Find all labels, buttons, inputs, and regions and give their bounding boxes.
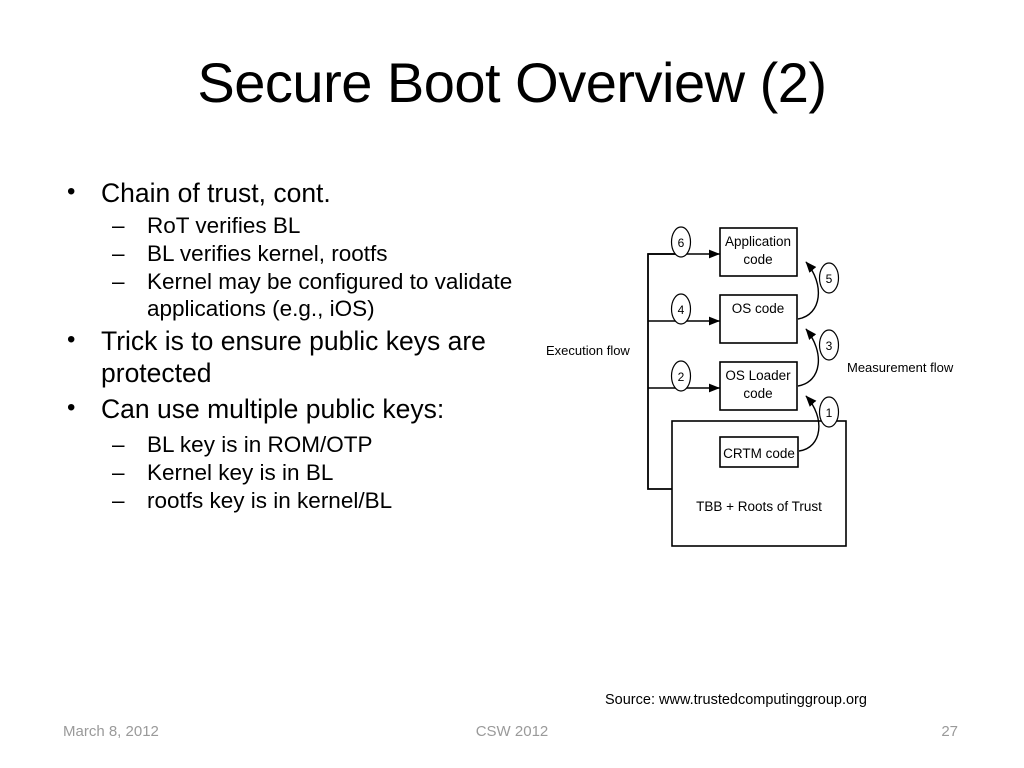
bullet-text: BL key is in ROM/OTP: [147, 432, 373, 458]
trust-chain-diagram: 6 4 2 5 3 1 Application code OS code OS …: [530, 210, 1000, 570]
step-ellipse-3: [818, 329, 840, 361]
bullet-text: BL verifies kernel, rootfs: [147, 240, 388, 266]
bullet-marker: –: [112, 488, 125, 514]
box-application-code: [719, 227, 798, 277]
footer-page-number: 27: [941, 723, 958, 740]
step-ellipse-2: [670, 360, 692, 392]
step-ellipse-5: [818, 262, 840, 294]
step-ellipse-1: [818, 396, 840, 428]
step-ellipse-4: [670, 293, 692, 325]
bullet-marker: •: [67, 178, 76, 205]
bullet-list: • Chain of trust, cont. – RoT verifies B…: [55, 178, 525, 515]
bullet-marker: –: [112, 432, 125, 458]
step-number-6: 6: [678, 236, 685, 250]
footer-event: CSW 2012: [475, 723, 549, 740]
bullet-marker: –: [112, 212, 125, 238]
bullet-bl-key-rom-otp: – BL key is in ROM/OTP: [55, 431, 525, 458]
bullet-kernel-may-be-configured: – Kernel may be configured to validate a…: [55, 268, 525, 322]
step-ellipse-6: [670, 226, 692, 258]
box-application-code-label-line1: Application: [725, 234, 791, 249]
bullet-text: Chain of trust, cont.: [101, 178, 331, 208]
bullet-marker: •: [67, 325, 76, 353]
source-note: Source: www.trustedcomputinggroup.org: [605, 692, 867, 708]
bullet-chain-of-trust: • Chain of trust, cont.: [55, 178, 525, 210]
bullet-text: Trick is to ensure public keys are prote…: [101, 325, 486, 388]
bullet-marker: •: [67, 394, 76, 422]
bullet-marker: –: [112, 240, 125, 266]
step-number-1: 1: [826, 406, 833, 420]
box-os-code: [719, 294, 798, 344]
box-os-loader-code-label-line1: OS Loader: [725, 368, 791, 383]
bullet-rootfs-key-in-kernel-bl: – rootfs key is in kernel/BL: [55, 487, 525, 514]
step-number-4: 4: [678, 303, 685, 317]
box-tbb-label: TBB + Roots of Trust: [696, 499, 822, 514]
bullet-text: Can use multiple public keys:: [101, 394, 445, 425]
box-os-loader-code-label-line2: code: [743, 386, 772, 401]
bullet-trick-is-to-ensure: • Trick is to ensure public keys are pro…: [55, 326, 525, 390]
bullet-marker: –: [112, 268, 125, 294]
step-number-2: 2: [678, 370, 685, 384]
measurement-flow-label: Measurement flow: [847, 360, 954, 375]
step-number-5: 5: [826, 272, 833, 286]
bullet-text: Kernel key is in BL: [147, 460, 334, 486]
box-crtm-code-label: CRTM code: [723, 446, 795, 461]
measurement-arrow-3: [797, 328, 820, 387]
measurement-arrow-1: [798, 395, 820, 452]
page-title: Secure Boot Overview (2): [197, 51, 827, 114]
bullet-rot-verifies-bl: – RoT verifies BL: [55, 212, 525, 239]
measurement-arrow-5: [797, 261, 820, 320]
bullet-kernel-key-in-bl: – Kernel key is in BL: [55, 459, 525, 486]
box-crtm-code: [719, 436, 799, 468]
execution-flow-label: Execution flow: [546, 343, 630, 358]
box-application-code-label-line2: code: [743, 252, 772, 267]
box-os-code-label: OS code: [732, 301, 785, 316]
bullet-text: RoT verifies BL: [147, 212, 301, 238]
bullet-text: rootfs key is in kernel/BL: [147, 488, 393, 514]
box-os-loader-code: [719, 361, 798, 411]
bullet-marker: –: [112, 460, 125, 486]
bullet-can-use-multiple-keys: • Can use multiple public keys:: [55, 394, 525, 426]
bullet-text: Kernel may be configured to validate app…: [147, 268, 513, 321]
bullet-bl-verifies-kernel-rootfs: – BL verifies kernel, rootfs: [55, 240, 525, 267]
footer-date: March 8, 2012: [63, 723, 159, 740]
step-number-3: 3: [826, 339, 833, 353]
